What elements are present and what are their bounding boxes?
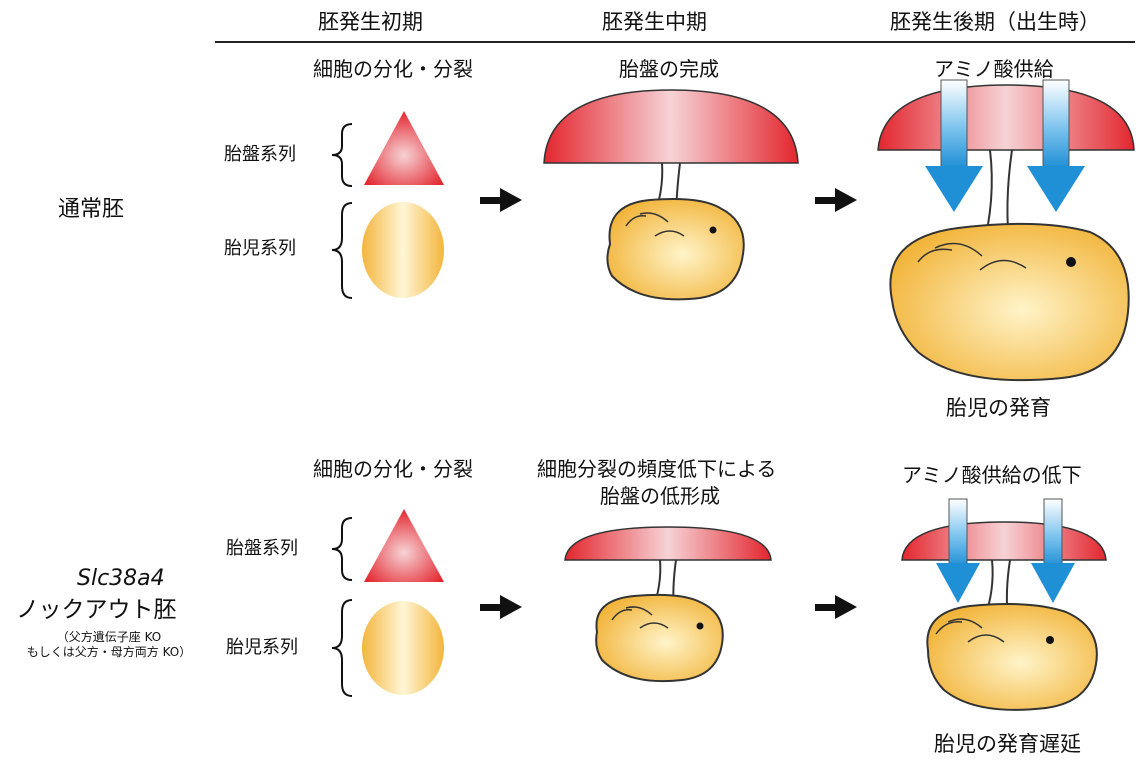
placenta-disc — [544, 90, 798, 163]
knockout-late-caption: アミノ酸供給の低下 — [902, 465, 1082, 485]
knockout-note-line2: もしくは父方・母方両方 KO） — [14, 645, 204, 660]
fetus — [927, 604, 1097, 710]
normal-row-label: 通常胚 — [58, 199, 124, 221]
knockout-note-line1: （父方遺伝子座 KO — [14, 630, 204, 645]
normal-mid-caption: 胎盤の完成 — [619, 59, 719, 79]
progress-arrow — [815, 595, 857, 619]
placenta-brace — [332, 518, 352, 580]
fetal-brace — [332, 600, 352, 696]
knockout-outcome: 胎児の発育遅延 — [934, 734, 1081, 755]
normal-late-caption: アミノ酸供給 — [934, 59, 1054, 79]
knockout-early-caption: 細胞の分化・分裂 — [313, 459, 473, 479]
placenta-disc — [878, 85, 1134, 150]
fetal-lineage-oval — [362, 202, 444, 298]
fetal-lineage-oval — [362, 601, 444, 695]
progress-arrow — [480, 188, 522, 212]
knockout-note: （父方遺伝子座 KO もしくは父方・母方両方 KO） — [14, 630, 204, 660]
knockout-mid-caption-line2: 胎盤の低形成 — [600, 486, 720, 506]
knockout-mid-caption-line1: 細胞分裂の頻度低下による — [537, 459, 776, 479]
placenta-lineage-label: 胎盤系列 — [224, 146, 296, 164]
fetus — [596, 595, 723, 681]
knockout-gene-label: Slc38a4 — [77, 568, 165, 590]
placenta-lineage-triangle — [364, 111, 444, 185]
fetus — [890, 224, 1128, 380]
placenta-disc — [565, 527, 771, 560]
placenta-lineage-label: 胎盤系列 — [226, 540, 298, 558]
progress-arrow — [480, 595, 522, 619]
fetus — [607, 199, 743, 299]
progress-arrow — [815, 188, 857, 212]
placenta-disc — [902, 522, 1106, 560]
knockout-row-label: ノックアウト胚 — [16, 599, 177, 622]
placenta-brace — [332, 124, 352, 186]
fetal-brace — [332, 203, 352, 298]
normal-outcome: 胎児の発育 — [946, 398, 1051, 419]
fetal-lineage-label: 胎児系列 — [226, 639, 298, 657]
placenta-lineage-triangle — [364, 509, 444, 582]
fetal-lineage-label: 胎児系列 — [224, 240, 296, 258]
normal-early-caption: 細胞の分化・分裂 — [313, 59, 473, 79]
